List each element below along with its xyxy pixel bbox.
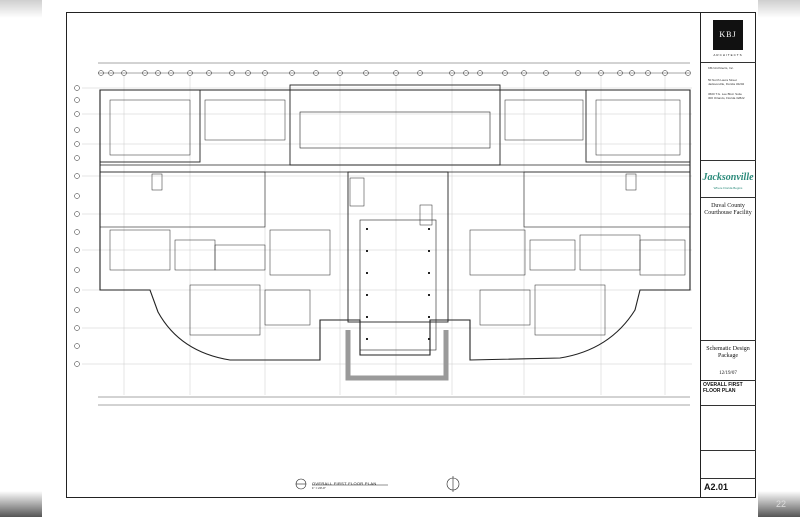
corner-shade-left — [0, 491, 42, 517]
page-number: 22 — [775, 499, 786, 509]
grid-bubbles-left — [74, 85, 80, 367]
plan-scale: 1" = 20'-0" — [312, 486, 326, 490]
firm-address-line-4: 300 Orlando, Florida 32822 — [708, 96, 745, 100]
firm-address-line-3: 3600 T.G. Lee Blvd. Suite — [708, 92, 742, 96]
title-block — [700, 12, 757, 498]
firm-logo: KBJ — [713, 20, 743, 50]
title-block-rule — [701, 62, 756, 63]
firm-address-line-2: Jacksonville, Florida 32202 — [708, 82, 745, 86]
grid-bubbles-top — [98, 70, 691, 76]
sheet-number: A2.01 — [704, 482, 729, 492]
title-block-rule — [701, 478, 756, 479]
firm-address-line-1: 50 North Laura Street — [708, 78, 737, 82]
drawing-sheet-border — [66, 12, 756, 498]
client-logo: Jacksonville — [702, 172, 754, 183]
title-block-rule — [701, 340, 756, 341]
title-block-rule — [701, 450, 756, 451]
firm-logo-subtitle: ARCHITECTS — [713, 53, 743, 57]
corner-shade-top-right — [758, 0, 800, 18]
title-block-rule — [701, 160, 756, 161]
client-tagline: Where Florida Begins — [713, 186, 743, 190]
title-block-rule — [701, 197, 756, 198]
plan-title: OVERALL FIRST FLOOR PLAN — [312, 481, 377, 486]
package-name: Schematic Design Package — [706, 346, 750, 359]
package-date: 12/19/07 — [719, 371, 737, 376]
title-block-rule — [701, 380, 756, 381]
firm-name: KBJ Architects, Inc. — [708, 66, 734, 70]
project-name: Duval County Courthouse Facility — [704, 203, 752, 216]
corner-shade-right — [758, 491, 800, 517]
corner-shade-top-left — [0, 0, 42, 18]
sheet-title: OVERALL FIRST FLOOR PLAN — [703, 382, 743, 394]
title-block-rule — [701, 405, 756, 406]
